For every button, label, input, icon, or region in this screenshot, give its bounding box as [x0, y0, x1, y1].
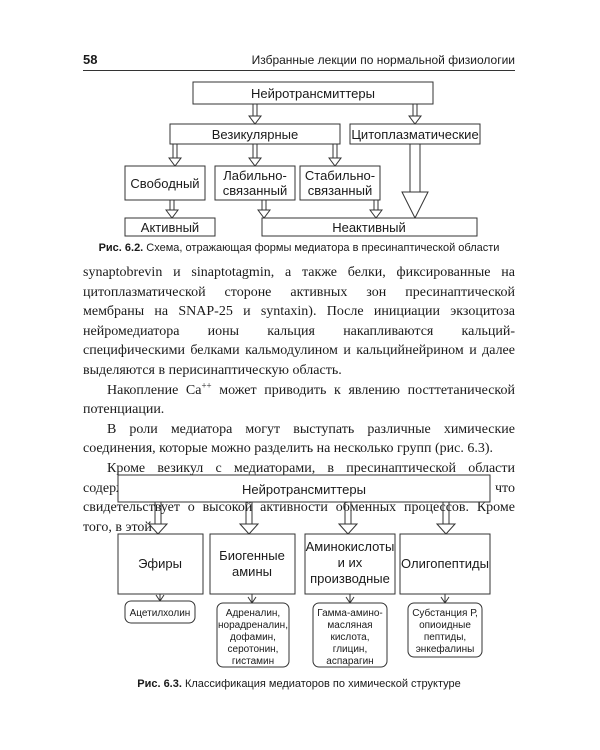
paragraph-2: Накопление Ca++ может приводить к явлени… — [83, 379, 516, 420]
arrow-labile-to-inactive — [257, 200, 271, 219]
inactive-label: Неактивный — [332, 220, 406, 235]
paragraph-1: synaptobrevin и sinaptotagmin, а также б… — [83, 265, 515, 378]
caption-6-2-text: Схема, отражающая формы медиатора в прес… — [143, 242, 500, 254]
arrow-esters-to-example — [155, 594, 165, 602]
cytoplasmic-label: Цитоплазматические — [351, 127, 478, 142]
neurotransmitters-box — [192, 81, 434, 105]
figure-6-2-diagram: Нейротрансмиттеры Везикулярные Цитоплазм… — [124, 81, 481, 237]
running-title: Избранные лекции по нормальной физиологи… — [251, 53, 515, 67]
arrow-to-oligopeptides — [435, 502, 457, 535]
p2-superscript: ++ — [201, 379, 212, 390]
amino-acids-box — [304, 533, 396, 595]
arrow-oligo-to-example — [440, 594, 450, 604]
arrow-free-to-active — [165, 200, 179, 219]
figure-6-3-diagram: Нейротрансмиттеры Эфиры Биогенные амины … — [117, 474, 491, 668]
amino-acids-label-1: Аминокислоты — [306, 539, 395, 554]
caption-6-3-label: Рис. 6.3. — [137, 678, 182, 690]
arrow-to-amino-acids — [337, 502, 359, 535]
p2-part-b: может приводить к явлению посттетаническ… — [83, 382, 516, 418]
amino-example-5: аспарагин — [326, 656, 373, 667]
arrow-to-biogenic-amines — [238, 502, 260, 535]
vesicular-label: Везикулярные — [212, 127, 299, 142]
esters-box — [117, 533, 204, 595]
biogenic-amines-box — [209, 533, 296, 595]
stable-label-2: связанный — [308, 183, 372, 198]
labile-label-2: связанный — [223, 183, 287, 198]
fig3-neurotransmitters-box — [117, 474, 491, 503]
oligo-example-3: пептиды, — [424, 632, 466, 643]
running-header: 58 Избранные лекции по нормальной физиол… — [83, 52, 515, 71]
biogenic-amines-label-2: амины — [232, 564, 272, 579]
amino-example-4: глицин, — [333, 644, 367, 655]
arrow-top-to-vesicular — [248, 104, 262, 125]
arrow-vesicular-to-stable — [328, 144, 342, 167]
arrow-amines-to-example — [247, 594, 257, 604]
amino-example-2: масляная — [327, 620, 372, 631]
amines-example-5: гистамин — [232, 656, 274, 667]
arrow-vesicular-to-labile — [248, 144, 262, 167]
free-box — [124, 165, 206, 201]
figure-6-2-caption: Рис. 6.2. Схема, отражающая формы медиат… — [83, 242, 515, 254]
oligo-example-1: Субстанция Р, — [412, 607, 478, 619]
esters-label: Эфиры — [138, 556, 182, 571]
free-label: Свободный — [130, 176, 199, 191]
fig3-neurotransmitters-label: Нейротрансмиттеры — [242, 482, 366, 497]
amines-examples-box — [216, 602, 290, 668]
arrow-top-to-cytoplasmic — [408, 104, 422, 125]
amino-acids-label-3: производные — [310, 571, 390, 586]
amino-examples-box — [312, 602, 388, 668]
paragraph-3: В роли медиатора могут выступать различн… — [83, 421, 515, 457]
acetylcholine-box — [124, 600, 196, 624]
amines-example-3: дофамин, — [230, 631, 276, 643]
amines-example-4: серотонин, — [228, 644, 279, 655]
oligo-examples-box — [407, 602, 483, 658]
amino-example-1: Гамма-амино- — [317, 608, 383, 619]
amines-example-2: норадреналин, — [218, 620, 288, 631]
arrow-cytoplasmic-to-inactive — [401, 144, 429, 220]
p2-part-a: Накопление Ca — [107, 382, 202, 398]
active-label: Активный — [141, 220, 199, 235]
arrow-to-esters — [147, 502, 169, 535]
arrow-amino-to-example — [345, 594, 355, 604]
caption-6-2-label: Рис. 6.2. — [98, 242, 144, 254]
caption-6-3-text: Классификация медиаторов по химической с… — [181, 678, 461, 690]
vesicular-box — [169, 123, 341, 145]
neurotransmitters-label: Нейротрансмиттеры — [251, 86, 375, 101]
arrow-stable-to-inactive — [369, 200, 383, 219]
amines-example-1: Адреналин, — [226, 608, 280, 619]
labile-box — [214, 165, 296, 201]
stable-box — [299, 165, 381, 201]
amino-example-3: кислота, — [330, 632, 369, 643]
oligo-example-4: энкефалины — [416, 643, 475, 655]
inactive-box — [261, 217, 478, 237]
cytoplasmic-box — [349, 123, 481, 145]
labile-label-1: Лабильно- — [223, 168, 287, 183]
figure-6-3-caption: Рис. 6.3. Классификация медиаторов по хи… — [83, 678, 515, 690]
stable-label-1: Стабильно- — [305, 168, 375, 183]
active-box — [124, 217, 216, 237]
amino-acids-label-2: и их — [338, 555, 363, 570]
oligo-example-2: опиоидные — [419, 620, 471, 631]
oligopeptides-label: Олигопептиды — [401, 556, 489, 571]
acetylcholine-label: Ацетилхолин — [130, 608, 191, 619]
biogenic-amines-label-1: Биогенные — [219, 548, 285, 563]
arrow-vesicular-to-free — [168, 144, 182, 167]
page-number: 58 — [83, 52, 98, 67]
